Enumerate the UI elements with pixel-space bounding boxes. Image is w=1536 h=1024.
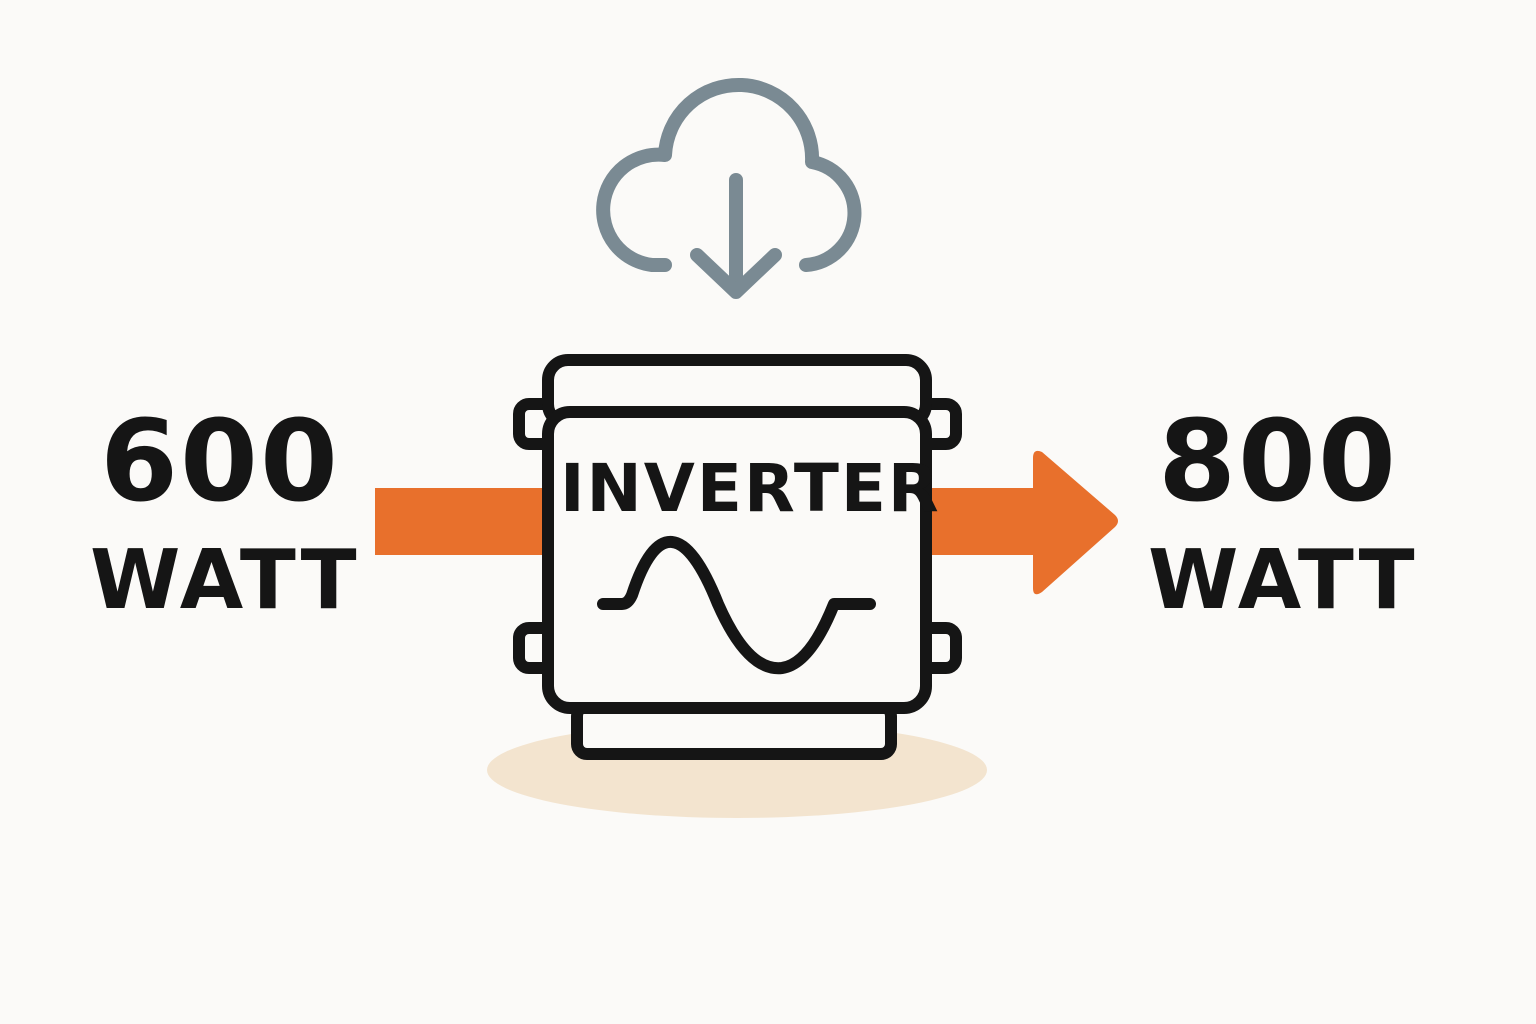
cloud-download-icon (596, 77, 862, 299)
sine-wave-icon (597, 536, 876, 675)
inverter-label: INVERTER (560, 450, 941, 527)
input-power-unit: WATT (90, 533, 360, 628)
inverter-body (542, 406, 932, 714)
arrow-right-icon (930, 450, 1118, 595)
output-power-label: 800 WATT (1148, 397, 1418, 628)
input-flow-bar (375, 488, 555, 555)
output-power-unit: WATT (1148, 533, 1418, 628)
output-power-value: 800 (1158, 397, 1398, 527)
input-power-label: 600 WATT (90, 397, 360, 628)
input-power-value: 600 (100, 397, 340, 527)
inverter-device (513, 354, 962, 760)
